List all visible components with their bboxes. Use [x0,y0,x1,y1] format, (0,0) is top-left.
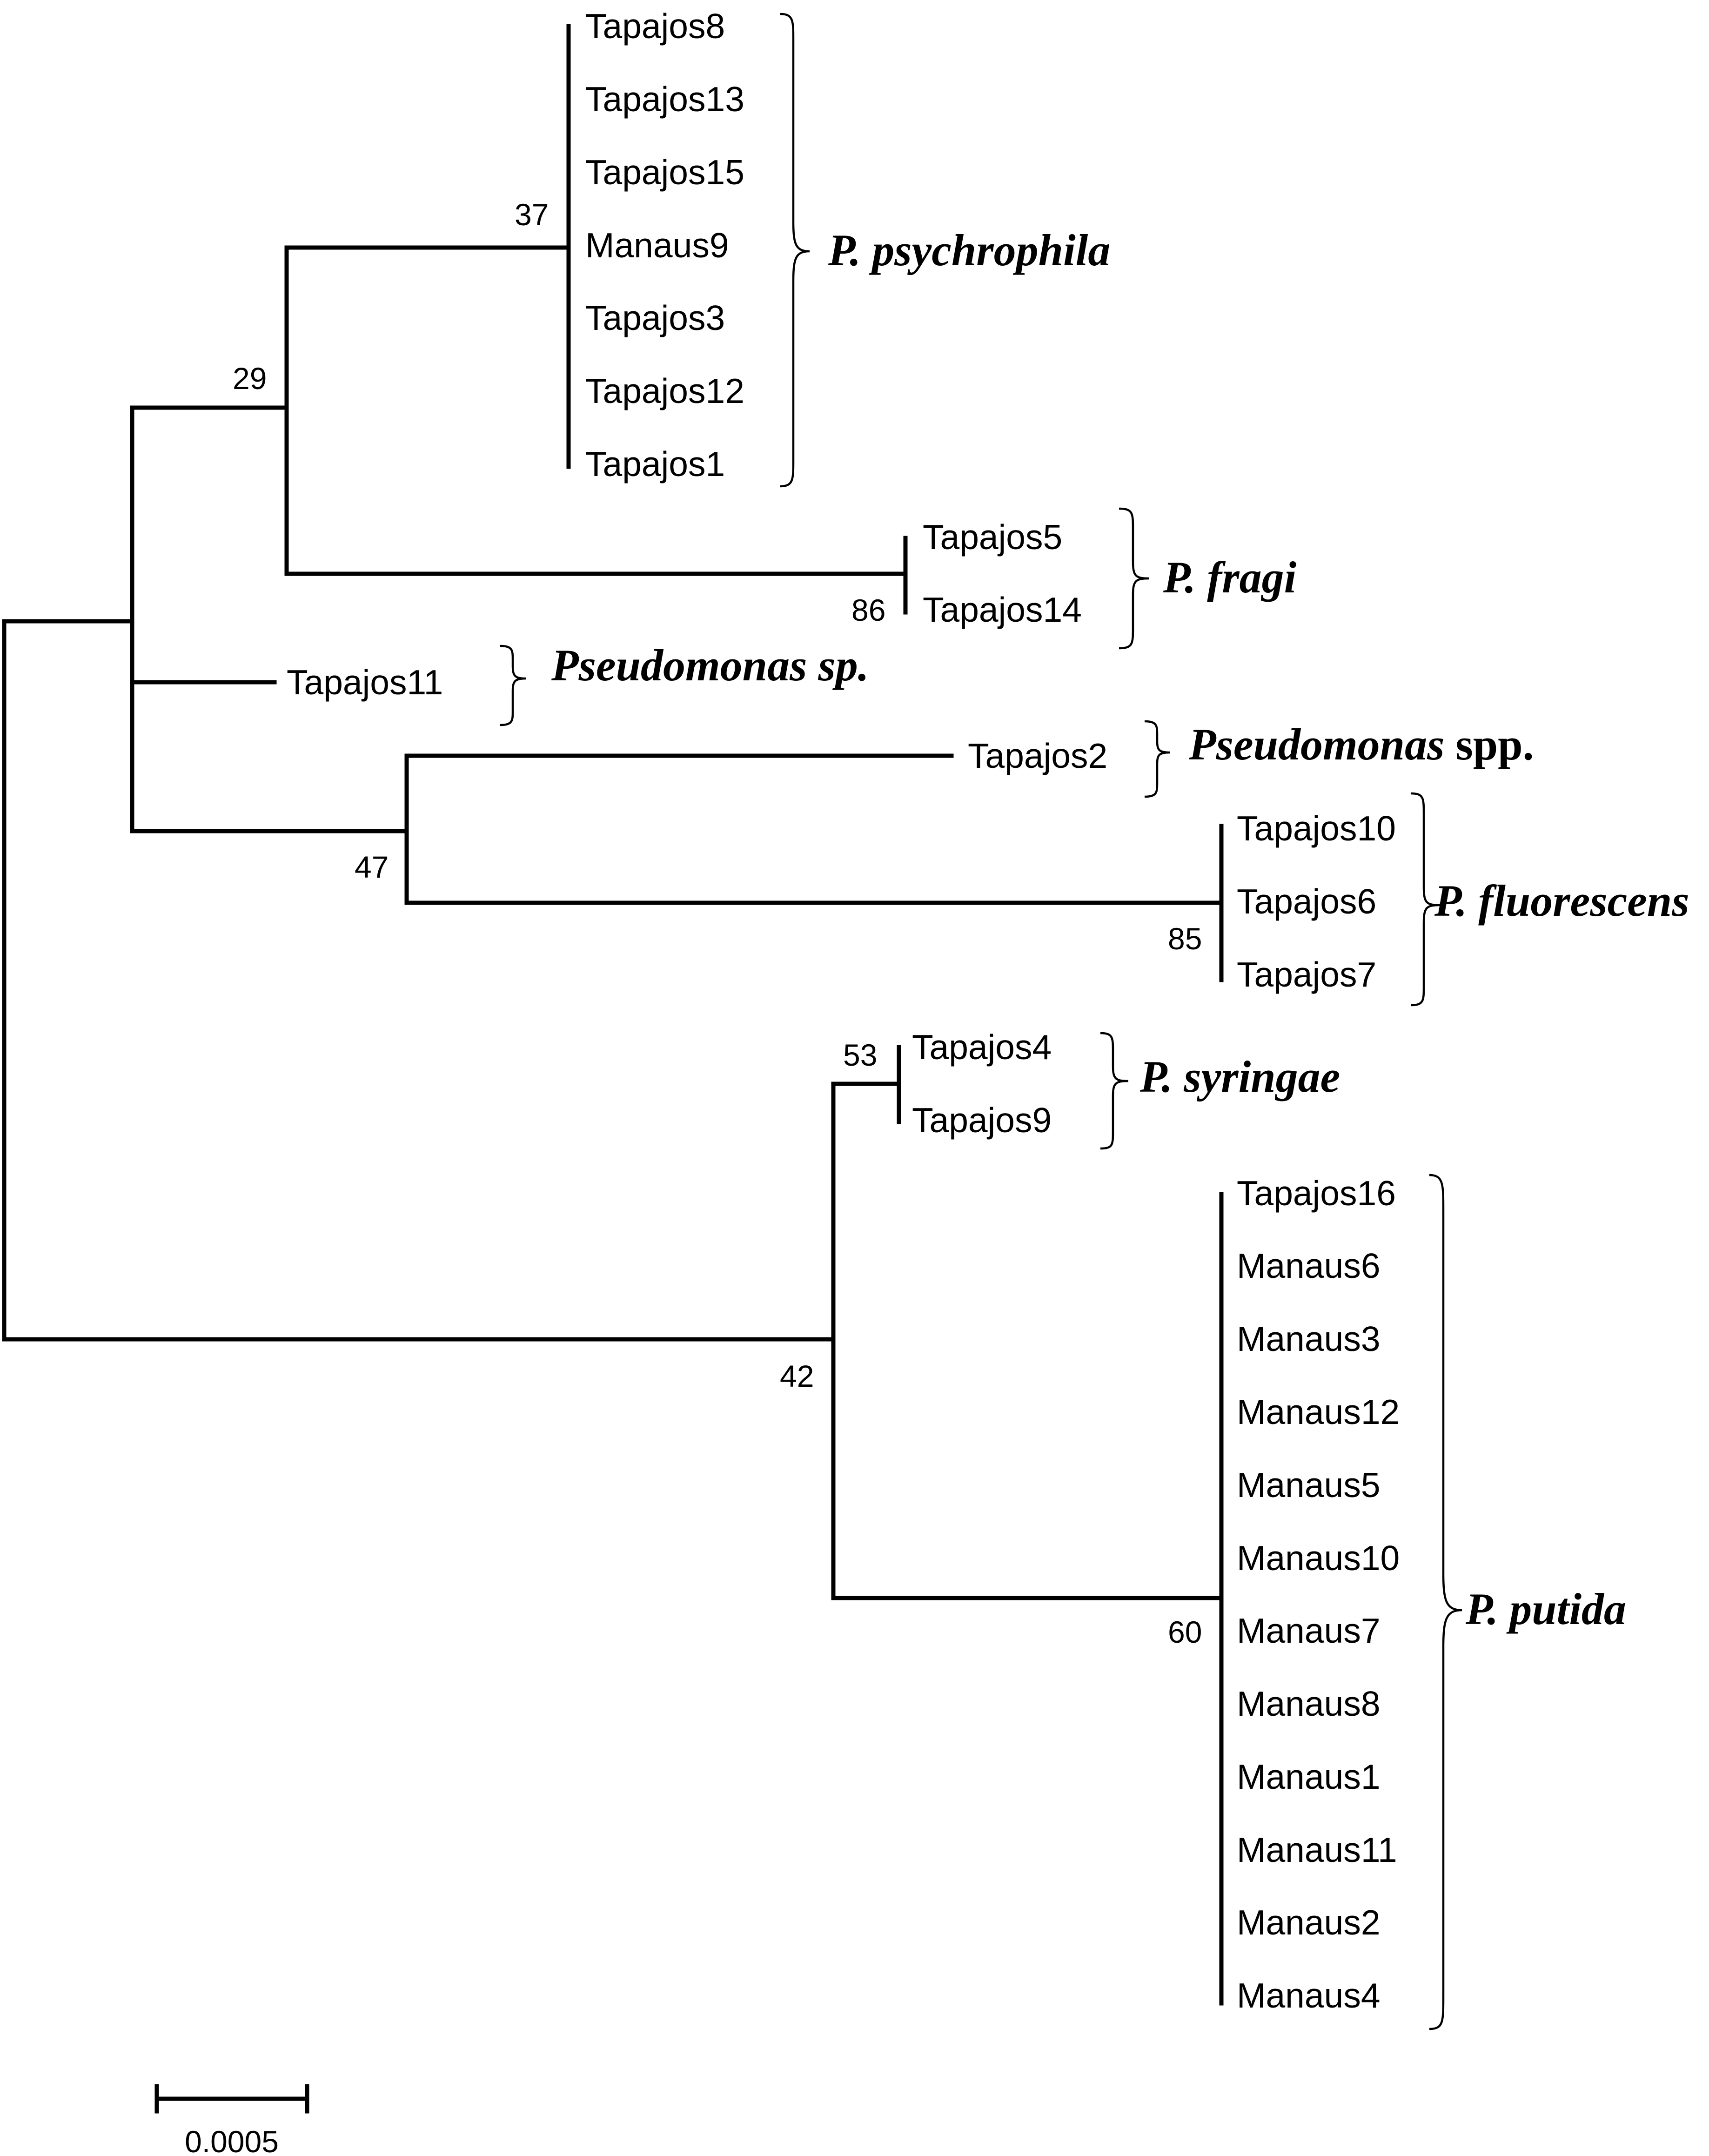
bootstrap-psychrophila: 37 [515,197,549,232]
clade-pseudomonas-sp-genus: Pseudomonas [551,640,807,690]
brace-fragi [1119,507,1150,650]
bootstrap-fluor-group: 47 [355,850,389,884]
bootstrap-values: 37 29 86 47 85 53 42 60 [233,197,1202,1649]
clade-putida: P. putida [1465,1584,1626,1634]
brace-pseudomonas-spp [1144,720,1171,798]
clade-pseudomonas-sp-suffix: sp. [807,640,869,690]
leaf-manaus8: Manaus8 [1237,1684,1381,1723]
bootstrap-fluorescens: 85 [1168,921,1202,956]
leaf-tapajos12: Tapajos12 [585,371,744,410]
leaf-tapajos2: Tapajos2 [968,736,1107,775]
leaf-tapajos11: Tapajos11 [287,663,443,702]
leaf-manaus10: Manaus10 [1237,1538,1400,1578]
brace-psychrophila [780,13,810,488]
leaf-tapajos13: Tapajos13 [585,80,744,119]
leaf-manaus7: Manaus7 [1237,1611,1381,1650]
bootstrap-putida: 60 [1168,1615,1202,1649]
clade-pseudomonas-spp-genus: Pseudomonas [1188,719,1444,769]
clade-fragi: P. fragi [1163,552,1297,602]
leaf-manaus11: Manaus11 [1237,1830,1397,1869]
scale-bar: 0.0005 [154,2084,309,2156]
clade-pseudomonas-spp-suffix: spp. [1444,719,1534,769]
leaf-tapajos15: Tapajos15 [585,153,744,192]
leaf-manaus12: Manaus12 [1237,1392,1400,1431]
brace-pseudomonas-sp [500,645,526,726]
leaf-tapajos10: Tapajos10 [1237,809,1396,848]
bootstrap-syr-putida: 42 [780,1359,814,1393]
leaf-tapajos16: Tapajos16 [1237,1174,1396,1213]
clade-psychrophila: P. psychrophila [828,225,1110,275]
leaf-tapajos4: Tapajos4 [912,1028,1052,1067]
leaf-tapajos7: Tapajos7 [1237,955,1376,994]
leaf-manaus2: Manaus2 [1237,1903,1381,1942]
bootstrap-fragi: 86 [851,593,885,627]
leaf-tapajos1: Tapajos1 [585,444,725,484]
brace-fluorescens [1410,792,1441,1007]
leaf-labels: Tapajos8 Tapajos13 Tapajos15 Manaus9 Tap… [287,7,1400,2015]
leaf-tapajos6: Tapajos6 [1237,882,1376,921]
leaf-manaus6: Manaus6 [1237,1246,1381,1285]
tree-branches [2,24,1224,2006]
bootstrap-psychro-fragi: 29 [233,361,267,396]
leaf-tapajos5: Tapajos5 [923,517,1062,557]
leaf-manaus9: Manaus9 [585,226,729,265]
scale-bar-label: 0.0005 [185,2124,279,2156]
leaf-tapajos14: Tapajos14 [923,590,1082,629]
clade-syringae: P. syringae [1139,1052,1340,1102]
leaf-tapajos3: Tapajos3 [585,298,725,337]
clade-braces [500,13,1462,2030]
leaf-manaus3: Manaus3 [1237,1319,1381,1358]
leaf-tapajos9: Tapajos9 [912,1101,1052,1140]
brace-putida [1429,1174,1462,2030]
bootstrap-syringae: 53 [843,1038,877,1072]
leaf-tapajos8: Tapajos8 [585,7,725,46]
clade-names: P. psychrophila P. fragi Pseudomonas sp.… [551,225,1689,1634]
clade-pseudomonas-sp: Pseudomonas sp. [551,640,869,690]
leaf-manaus5: Manaus5 [1237,1465,1381,1504]
clade-pseudomonas-spp: Pseudomonas spp. [1188,719,1534,769]
brace-syringae [1100,1032,1129,1150]
leaf-manaus1: Manaus1 [1237,1757,1381,1796]
leaf-manaus4: Manaus4 [1237,1976,1381,2015]
clade-fluorescens: P. fluorescens [1434,876,1689,926]
